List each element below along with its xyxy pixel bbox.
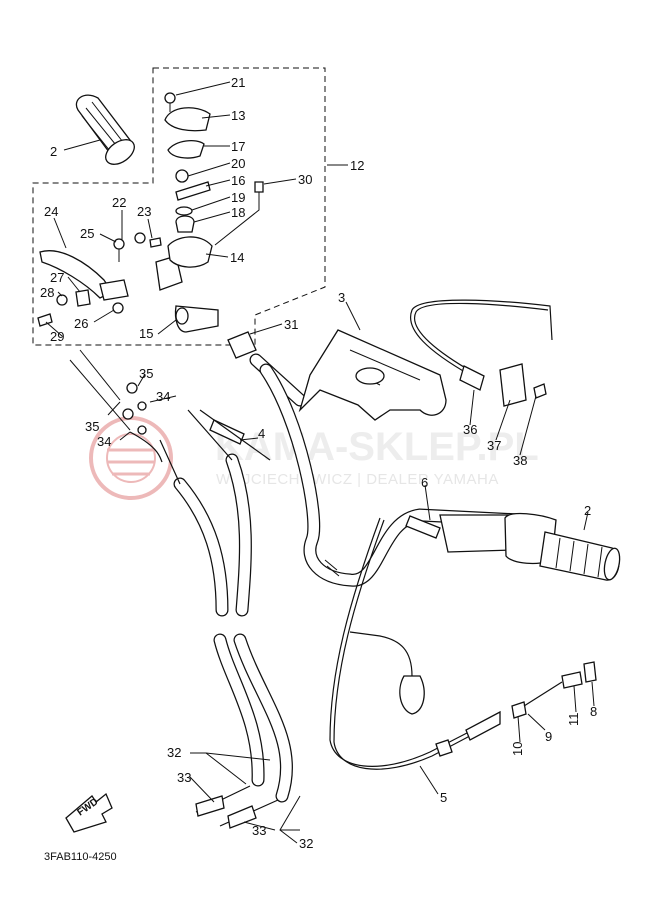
callout-29: 29 <box>50 329 64 344</box>
callout-5: 5 <box>440 790 447 805</box>
yamaha-logo-watermark <box>89 416 173 500</box>
callout-6: 6 <box>421 475 428 490</box>
callout-35-upper: 35 <box>139 366 153 381</box>
callout-14: 14 <box>230 250 244 265</box>
callout-13: 13 <box>231 108 245 123</box>
callout-36: 36 <box>463 422 477 437</box>
callout-9: 9 <box>545 729 552 744</box>
callout-11: 11 <box>566 713 581 727</box>
callout-19: 19 <box>231 190 245 205</box>
callout-18: 18 <box>231 205 245 220</box>
callout-10: 10 <box>510 742 525 756</box>
watermark-subtext: WOJCIECHOWICZ | DEALER YAMAHA <box>216 471 499 488</box>
callout-31: 31 <box>284 317 298 332</box>
callout-22: 22 <box>112 195 126 210</box>
callout-17: 17 <box>231 139 245 154</box>
brake-cables <box>159 409 293 829</box>
assembly-12-outline <box>32 67 326 346</box>
callout-24: 24 <box>44 204 58 219</box>
throttle-cables <box>329 515 597 770</box>
cable-adjusters <box>122 382 163 463</box>
brake-lever-assembly <box>37 232 219 333</box>
callout-34-upper: 34 <box>156 389 170 404</box>
callout-2-right: 2 <box>584 503 591 518</box>
leader-lines <box>45 81 595 844</box>
fwd-arrow-icon: FWD <box>65 792 113 833</box>
callout-34-lower: 34 <box>97 434 111 449</box>
callout-35-lower: 35 <box>85 419 99 434</box>
callout-21: 21 <box>231 75 245 90</box>
left-grip <box>75 94 135 165</box>
switch-upper-parts <box>164 92 264 246</box>
watermark-text: KAMA-SKLEP.PL <box>215 425 539 469</box>
callout-32-upper: 32 <box>167 745 181 760</box>
callout-33-lower: 33 <box>252 823 266 838</box>
callout-33-upper: 33 <box>177 770 191 785</box>
callout-15: 15 <box>139 326 153 341</box>
handlebar <box>259 363 527 587</box>
right-grip <box>439 512 621 581</box>
callout-28: 28 <box>40 285 54 300</box>
choke-cable <box>410 299 553 407</box>
callout-8: 8 <box>590 704 597 719</box>
callout-23: 23 <box>137 204 151 219</box>
cable-4 <box>199 409 271 461</box>
diagram-code: 3FAB110-4250 <box>44 851 117 863</box>
callout-26: 26 <box>74 316 88 331</box>
callout-32-lower: 32 <box>299 836 313 851</box>
callout-4: 4 <box>258 426 265 441</box>
callout-labels: 21 13 17 20 16 19 18 30 12 2 22 23 24 25… <box>40 75 597 851</box>
callout-20: 20 <box>231 156 245 171</box>
callout-12: 12 <box>350 158 364 173</box>
callout-38: 38 <box>513 453 527 468</box>
callout-2-left: 2 <box>50 144 57 159</box>
callout-3: 3 <box>338 290 345 305</box>
callout-25: 25 <box>80 226 94 241</box>
callout-30: 30 <box>298 172 312 187</box>
dealer-watermark: KAMA-SKLEP.PL WOJCIECHOWICZ | DEALER YAM… <box>89 416 539 500</box>
callout-27: 27 <box>50 270 64 285</box>
callout-16: 16 <box>231 173 245 188</box>
callout-37: 37 <box>487 438 501 453</box>
handlebar-cover <box>298 329 447 421</box>
